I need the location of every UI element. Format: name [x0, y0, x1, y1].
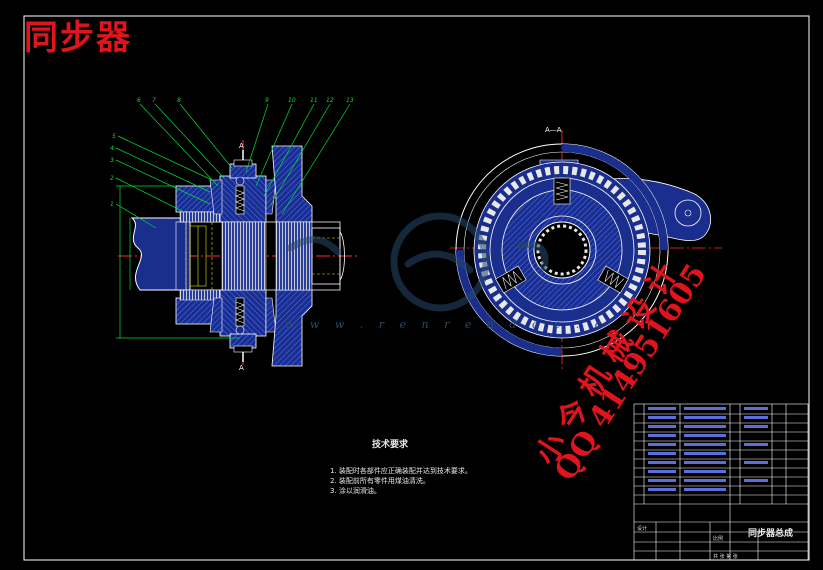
balloon-10: 10	[288, 97, 296, 104]
balloon-11: 11	[310, 97, 318, 104]
title-block	[633, 403, 809, 561]
cut-mark-top: A	[239, 142, 244, 150]
cross-section-view: A—A	[450, 126, 722, 370]
balloon-5: 5	[112, 133, 116, 140]
scale-label: 比例	[713, 536, 724, 542]
cut-mark-bottom: A	[239, 364, 244, 372]
designer-label: 设计	[637, 526, 648, 532]
balloon-6: 6	[137, 97, 141, 104]
right-gear	[271, 145, 313, 223]
balloon-3: 3	[110, 157, 114, 164]
balloon-1: 1	[110, 201, 114, 208]
balloon-13: 13	[346, 97, 354, 104]
bom-rows	[648, 407, 768, 491]
drawing-title: 同步器总成	[748, 529, 794, 539]
balloon-8: 8	[177, 97, 181, 104]
detent-springs	[495, 177, 629, 294]
balloon-9: 9	[265, 97, 269, 104]
site-watermark: w w w . r e n r e n d o c . c	[285, 318, 607, 331]
tech-requirement-line-3: 3. 涂以润滑油。	[330, 487, 381, 495]
balloon-2: 2	[110, 175, 114, 182]
spline-teeth	[478, 166, 646, 334]
section-view: A A 6 7 8 9	[110, 97, 360, 372]
sheet-label: 共 张 第 张	[713, 554, 738, 560]
balloon-4: 4	[110, 145, 114, 152]
leader-lines	[115, 103, 351, 229]
dimension-lines	[116, 185, 240, 339]
sheet-border	[23, 15, 810, 561]
site-watermark-logo	[286, 212, 549, 312]
balloon-7: 7	[152, 97, 156, 104]
tech-requirements-title: 技术要求	[372, 440, 409, 450]
input-shaft	[130, 217, 191, 291]
balloon-12: 12	[326, 97, 334, 104]
section-label: A—A	[545, 126, 562, 134]
banner-title: 同步器	[24, 18, 132, 58]
tech-requirement-line-1: 1. 装配时各部件应正确装配并达到技术要求。	[330, 467, 472, 475]
tech-requirement-line-2: 2. 装配前所有零件用煤油清洗。	[330, 477, 430, 485]
